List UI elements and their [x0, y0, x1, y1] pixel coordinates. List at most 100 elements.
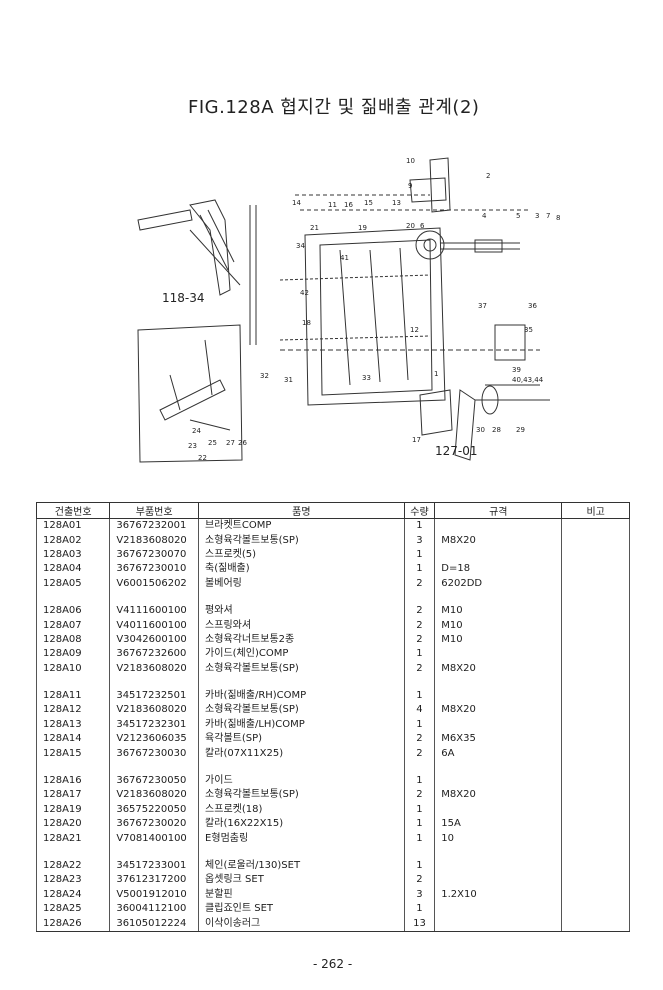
- cell-part: 36767232001: [109, 518, 200, 534]
- callout-36: 36: [528, 302, 537, 310]
- cell-part: V4111600100: [109, 603, 200, 619]
- cell-no: 128A08: [35, 632, 111, 648]
- callout-28: 28: [492, 426, 501, 434]
- col-header-name: 품명: [198, 502, 405, 519]
- cell-name: 이삭이송러그: [198, 916, 405, 932]
- table-spacer-row: [35, 590, 630, 604]
- callout-23: 23: [188, 442, 197, 450]
- cell-qty: 3: [403, 887, 436, 902]
- cell-no: 128A26: [35, 916, 111, 932]
- col-header-spec: 규격: [434, 502, 563, 519]
- cell-qty: 2: [403, 603, 436, 619]
- callout-12: 12: [410, 326, 419, 334]
- callout-31: 31: [284, 376, 293, 384]
- callout-7: 7: [546, 212, 550, 220]
- cell-part: 36767230030: [109, 746, 200, 761]
- callout-27: 27: [226, 439, 235, 447]
- cell-part: V6001506202: [109, 576, 200, 591]
- cell-name: 분할핀: [198, 887, 405, 902]
- cell-spec: M10: [434, 603, 563, 619]
- cell-name: 체인(로울러/130)SET: [198, 858, 405, 874]
- cell-note: [561, 703, 630, 718]
- callout-30: 30: [476, 426, 485, 434]
- cell-no: 128A20: [35, 817, 111, 832]
- cell-name: 카바(짊배출/LH)COMP: [198, 717, 405, 733]
- page-title: FIG.128A 협지간 및 짊배출 관계(2): [188, 97, 480, 118]
- cell-spec: 6202DD: [434, 576, 563, 591]
- callout-1: 1: [434, 370, 438, 378]
- cell-name: 육각볼트(SP): [198, 732, 405, 747]
- cell-note: [561, 647, 630, 662]
- cell-no: 128A10: [35, 661, 111, 676]
- cell-note: [561, 518, 630, 534]
- cell-note: [561, 901, 630, 917]
- cell-name: 소형육각볼트보통(SP): [198, 661, 405, 676]
- cell-qty: 1: [403, 901, 436, 917]
- cell-spec: [434, 773, 563, 789]
- page-number: - 262 -: [313, 957, 353, 971]
- cell-qty: 1: [403, 562, 436, 577]
- cell-no: 128A02: [35, 533, 111, 548]
- cell-note: [561, 887, 630, 902]
- callout-40-43-44: 40,43,44: [512, 376, 544, 384]
- cell-part: 34517233001: [109, 858, 200, 874]
- cell-spec: 15A: [434, 817, 563, 832]
- cell-qty: 1: [403, 831, 436, 846]
- cell-qty: 1: [403, 717, 436, 733]
- cell-spec: M8X20: [434, 703, 563, 718]
- cell-name: 칼라(07X11X25): [198, 746, 405, 761]
- cell-no: 128A17: [35, 788, 111, 803]
- cell-qty: 1: [403, 647, 436, 662]
- callout-13: 13: [392, 199, 401, 207]
- cell-qty: 1: [403, 802, 436, 818]
- cell-spec: [434, 647, 563, 662]
- cell-name: 브라켓트COMP: [198, 518, 405, 534]
- cell-name: 가이드(체인)COMP: [198, 647, 405, 662]
- cell-part: V2183608020: [109, 661, 200, 676]
- cell-note: [561, 547, 630, 563]
- cell-note: [561, 732, 630, 747]
- cell-name: 볼베어링: [198, 576, 405, 591]
- cell-note: [561, 618, 630, 633]
- cell-note: [561, 717, 630, 733]
- cell-qty: 1: [403, 518, 436, 534]
- table-header-row: 건출번호 부품번호 품명 수량 규격 비고: [35, 502, 630, 519]
- cell-qty: 1: [403, 773, 436, 789]
- cell-part: V2183608020: [109, 533, 200, 548]
- cell-no: 128A24: [35, 887, 111, 902]
- cell-qty: 2: [403, 788, 436, 803]
- cell-part: 36767230010: [109, 562, 200, 577]
- cell-note: [561, 873, 630, 888]
- cell-part: 36575220050: [109, 802, 200, 818]
- callout-25: 25: [208, 439, 217, 447]
- cell-no: 128A01: [35, 518, 111, 534]
- cell-part: 36105012224: [109, 916, 200, 932]
- callout-3: 3: [535, 212, 539, 220]
- callout-17: 17: [412, 436, 421, 444]
- cell-qty: 1: [403, 547, 436, 563]
- cell-part: V2183608020: [109, 703, 200, 718]
- exploded-parts-diagram: 118-34 127-01 10 9 2 4 5 3 7 8 14 11 16 …: [130, 150, 560, 465]
- table-spacer-row: [35, 845, 630, 859]
- cell-name: 가이드: [198, 773, 405, 789]
- callout-42: 42: [300, 289, 309, 297]
- cell-spec: 6A: [434, 746, 563, 761]
- cell-spec: [434, 802, 563, 818]
- cell-part: 36767232600: [109, 647, 200, 662]
- cell-qty: 2: [403, 632, 436, 648]
- cell-note: [561, 916, 630, 932]
- cell-note: [561, 817, 630, 832]
- cell-no: 128A05: [35, 576, 111, 591]
